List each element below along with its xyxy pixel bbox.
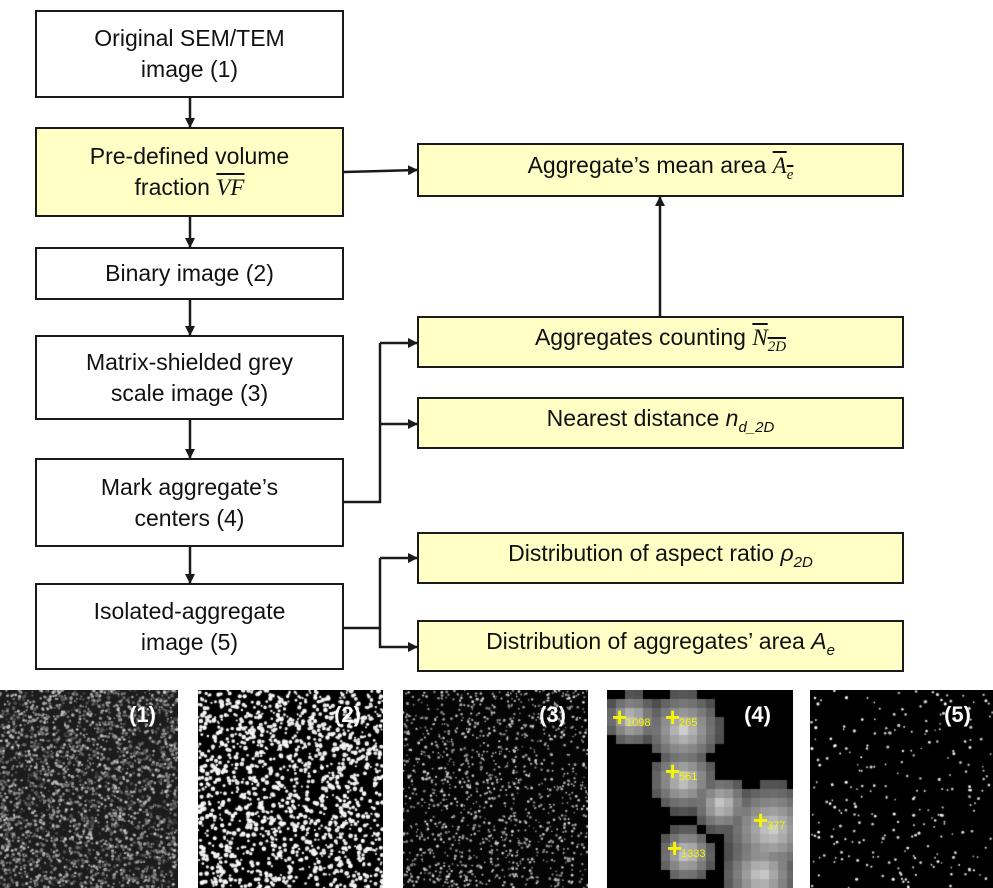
panel-binary: (2) [198,690,383,888]
output-mean-area: Aggregate’s mean area Ae [417,143,904,197]
micrograph-original [0,690,178,888]
plus-icon: + [667,833,683,863]
micrograph-isolated [810,690,993,888]
arrow-vf-to-mean-area [343,165,418,176]
output-nearest-distance: Nearest distance nd_2D [417,397,904,449]
plus-icon: + [665,702,681,732]
panel-marked-centers: (4) +1098 +265 +561 +377 +1333 [607,690,793,888]
branch-step5 [344,343,382,504]
output-aggregates-counting: Aggregates counting N2D [417,316,904,368]
panel-label: (1) [129,702,156,727]
panel-label: (5) [944,702,971,727]
panel-grey-shielded: (3) [403,690,588,888]
arrow-to-area-dist [378,628,418,652]
micrograph-grey-shielded [403,690,588,888]
plus-icon: + [753,805,769,835]
panel-label: (3) [539,702,566,727]
step-binary-image: Binary image (2) [35,247,344,300]
output-aspect-ratio-distribution: Distribution of aspect ratio ρ2D [417,532,904,584]
micrograph-marked-centers [607,690,793,888]
plus-icon: + [665,756,681,786]
output-area-distribution: Distribution of aggregates’ area Ae [417,620,904,672]
branch-step6 [344,558,382,630]
plus-icon: + [612,702,628,732]
panel-label: (2) [334,702,361,727]
panel-original-sem: (1) [0,690,178,888]
panel-label: (4) [744,702,771,727]
panel-isolated: (5) [810,690,993,888]
micrograph-binary [198,690,383,888]
vf-symbol: VF [216,175,245,200]
